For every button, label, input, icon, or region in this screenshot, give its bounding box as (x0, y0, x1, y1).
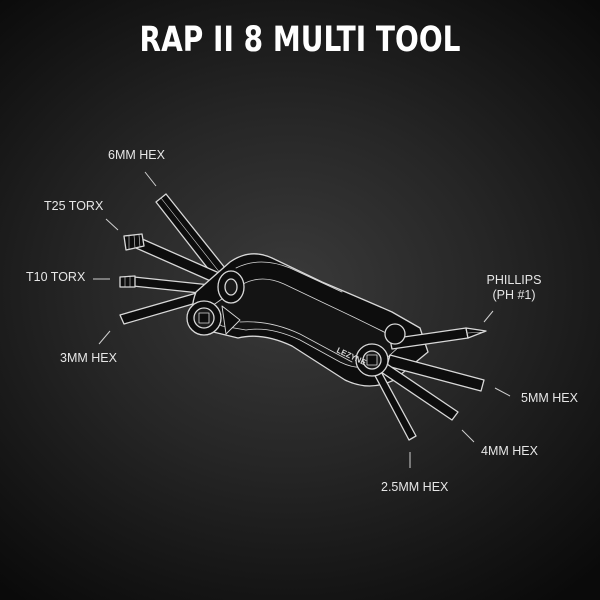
page-title: RAP II 8 MULTI TOOL (139, 20, 461, 60)
leader-line-hex-5mm (494, 387, 511, 397)
right-pivot-bolt (355, 323, 406, 377)
label-phillips-line2: (PH #1) (492, 288, 536, 302)
label-hex-6mm: 6MM HEX (108, 148, 165, 162)
phillips-bit (389, 327, 487, 350)
leader-line-hex-4mm (461, 429, 475, 443)
label-torx-t25: T25 TORX (44, 199, 104, 213)
leader-line-hex-6mm (144, 171, 157, 187)
leader-line-hex-3mm (98, 330, 111, 345)
torx-t25-bit (123, 233, 227, 287)
leader-lines (93, 171, 511, 468)
label-hex-2-5mm: 2.5MM HEX (381, 480, 449, 494)
label-phillips: PHILLIPS (PH #1) (474, 273, 554, 303)
upper-hinge (217, 270, 245, 304)
leader-line-phillips (483, 310, 494, 323)
label-hex-5mm: 5MM HEX (521, 391, 578, 405)
leader-line-torx-t25 (105, 218, 119, 231)
label-phillips-line1: PHILLIPS (486, 273, 542, 287)
left-pivot-bolt (186, 300, 241, 336)
label-torx-t10: T10 TORX (26, 270, 86, 284)
label-hex-3mm: 3MM HEX (60, 351, 117, 365)
label-hex-4mm: 4MM HEX (481, 444, 538, 458)
